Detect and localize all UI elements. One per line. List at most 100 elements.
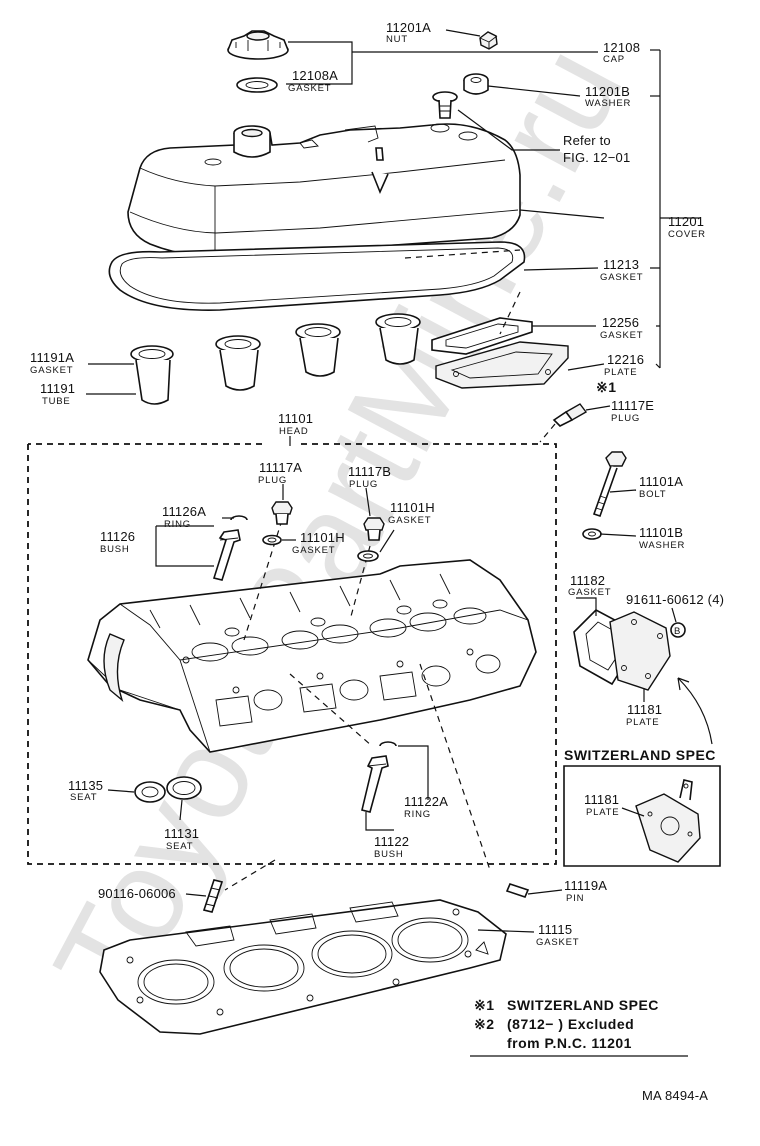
pn-11122a: 11122A <box>404 794 448 809</box>
breather-gasket-icon <box>431 317 533 355</box>
name-plate: PLATE <box>626 717 659 728</box>
plug-11117a-icon <box>271 501 293 525</box>
pn-11201a: 11201A <box>386 20 431 35</box>
stud-bolt-icon <box>202 879 224 913</box>
pn-12256: 12256 <box>602 315 639 330</box>
pn-11126a: 11126A <box>162 504 206 519</box>
note-1-mark: ※1 <box>474 997 495 1013</box>
pn-11191: 11191 <box>40 381 75 396</box>
head-bolt-icon <box>592 451 627 518</box>
valve-guide-bush-icon <box>212 529 241 581</box>
pn-11101b: 11101B <box>639 525 683 540</box>
plug-gasket-icon <box>262 534 379 562</box>
name-gasket: GASKET <box>292 545 335 556</box>
pn-11115: 11115 <box>538 922 572 937</box>
name-gasket: GASKET <box>388 515 431 526</box>
plug-11117b-icon <box>363 517 385 541</box>
part-labels: 11201A NUT 12108 CAP 12108A GASKET 11201… <box>30 20 724 948</box>
oil-filler-cap-icon <box>227 30 289 60</box>
pn-11117b: 11117B <box>348 464 391 479</box>
pn-91611-60612: 91611-60612 (4) <box>626 592 724 607</box>
spark-plug-tube-icon <box>130 313 421 405</box>
head-gasket-icon <box>99 899 507 1035</box>
name-pin: PIN <box>566 893 584 904</box>
note-2-mark: ※2 <box>474 1016 495 1032</box>
pn-11201b: 11201B <box>585 84 630 99</box>
pn-12216: 12216 <box>607 352 644 367</box>
pn-11122: 11122 <box>374 834 409 849</box>
pn-11135: 11135 <box>68 778 103 793</box>
valve-guide-bush-icon <box>361 755 389 813</box>
pn-11191a: 11191A <box>30 350 74 365</box>
pn-90116-06006: 90116-06006 <box>98 886 176 901</box>
pn-11101h-b: 11101H <box>390 500 435 515</box>
refer-to-line1: Refer to <box>563 133 611 148</box>
bolt-b-marker-label: B <box>674 626 681 637</box>
nut-icon <box>479 31 498 50</box>
pn-11119a: 11119A <box>564 878 607 893</box>
name-gasket: GASKET <box>600 330 643 341</box>
name-head: HEAD <box>279 426 309 437</box>
name-gasket: GASKET <box>536 937 579 948</box>
cap-gasket-icon <box>236 77 278 93</box>
name-nut: NUT <box>386 34 408 45</box>
valve-guide-ring-icon <box>230 515 248 521</box>
note-2-text-line2: from P.N.C. 11201 <box>507 1035 632 1051</box>
name-cover: COVER <box>668 229 706 240</box>
switzerland-mark-1: ※1 <box>596 379 617 395</box>
switzerland-plate-icon <box>635 779 701 863</box>
cover-plate-icon <box>609 611 671 691</box>
plug-11117e-icon <box>552 403 588 427</box>
name-bush: BUSH <box>374 849 404 860</box>
name-tube: TUBE <box>42 396 71 407</box>
name-ring: RING <box>404 809 431 820</box>
head-bolt-washer-icon <box>582 528 602 540</box>
name-seat: SEAT <box>70 792 97 803</box>
name-bush: BUSH <box>100 544 130 555</box>
name-seat: SEAT <box>166 841 193 852</box>
dowel-pin-icon <box>505 883 530 898</box>
name-plate: PLATE <box>586 807 619 818</box>
breather-plate-icon <box>435 341 569 389</box>
notes-block: ※1 SWITZERLAND SPEC ※2 (8712− ) Excluded… <box>470 997 688 1057</box>
bolt-b-marker-icon <box>670 622 686 638</box>
name-plug: PLUG <box>611 413 640 424</box>
switzerland-spec-title: SWITZERLAND SPEC <box>564 747 716 763</box>
cover-stud-icon <box>432 91 458 119</box>
pn-11201: 11201 <box>668 214 704 229</box>
valve-seat-icon <box>134 776 202 803</box>
name-ring: RING <box>164 519 191 530</box>
refer-to-line2: FIG. 12−01 <box>563 150 630 165</box>
name-plug: PLUG <box>349 479 378 490</box>
pn-11182: 11182 <box>570 573 605 588</box>
figure-code: MA 8494-A <box>642 1088 708 1103</box>
name-washer: WASHER <box>639 540 685 551</box>
note-1-text: SWITZERLAND SPEC <box>507 997 659 1013</box>
name-bolt: BOLT <box>639 489 666 500</box>
pn-11126: 11126 <box>100 529 135 544</box>
name-gasket: GASKET <box>30 365 73 376</box>
pn-12108a: 12108A <box>292 68 338 83</box>
grommet-washer-icon <box>463 73 489 95</box>
note-2-text: (8712− ) Excluded <box>507 1016 634 1032</box>
pn-11101h-a: 11101H <box>300 530 345 545</box>
name-plug: PLUG <box>258 475 287 486</box>
pn-11117e: 11117E <box>611 398 654 413</box>
valve-cover-icon <box>127 123 521 258</box>
pn-11101: 11101 <box>278 411 313 426</box>
head-assembly-boundary <box>27 443 557 865</box>
pn-11213: 11213 <box>603 257 639 272</box>
pn-11181-swiss: 11181 <box>584 792 619 807</box>
name-cap: CAP <box>603 54 625 65</box>
pn-12108: 12108 <box>603 40 640 55</box>
name-gasket: GASKET <box>600 272 643 283</box>
name-washer: WASHER <box>585 98 631 109</box>
name-gasket: GASKET <box>568 587 611 598</box>
pn-11101a: 11101A <box>639 474 683 489</box>
cylinder-head-icon <box>87 559 537 753</box>
valve-guide-ring-icon <box>379 741 397 747</box>
pn-11181: 11181 <box>627 702 662 717</box>
name-gasket: GASKET <box>288 83 331 94</box>
cover-gasket-icon <box>108 241 526 311</box>
